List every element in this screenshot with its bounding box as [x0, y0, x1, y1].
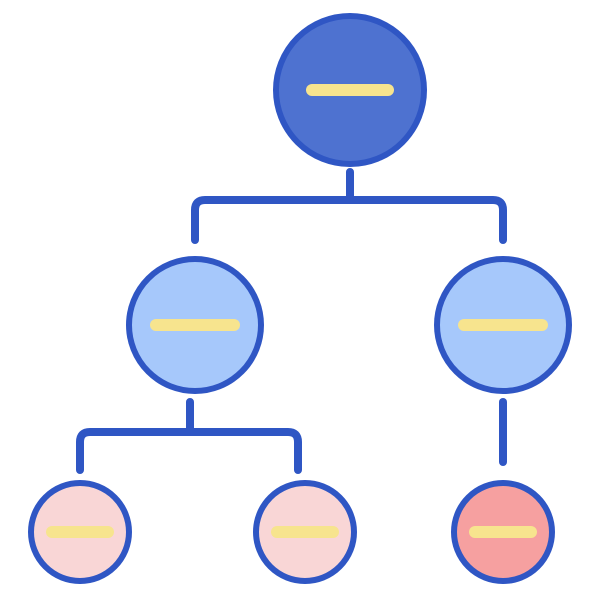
root-node	[273, 13, 427, 167]
left-left-leaf-bar	[46, 526, 114, 538]
left-child-connector	[76, 398, 302, 474]
root-connector	[191, 168, 507, 244]
left-child-node	[126, 256, 264, 394]
right-leaf-node	[451, 480, 555, 584]
root-node-bar	[306, 84, 394, 96]
left-left-leaf-node	[28, 480, 132, 584]
left-child-node-bar	[150, 319, 240, 331]
right-child-node-bar	[458, 319, 548, 331]
left-right-leaf-node	[253, 480, 357, 584]
left-right-leaf-bar	[271, 526, 339, 538]
right-child-node	[434, 256, 572, 394]
right-leaf-bar	[469, 526, 537, 538]
